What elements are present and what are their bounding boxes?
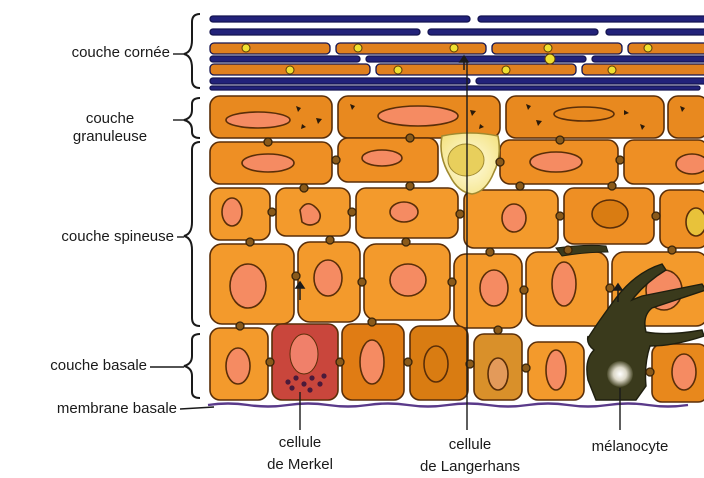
label-merkel-line1: cellule (245, 432, 355, 454)
langerhans-cell (441, 133, 499, 194)
label-membrane-basale: membrane basale (57, 400, 177, 418)
label-langerhans-line1: cellule (400, 434, 540, 456)
label-couche-spineuse: couche spineuse (61, 228, 174, 246)
label-couche-granuleuse-line1: couche (50, 110, 170, 128)
label-merkel-line2: de Merkel (245, 454, 355, 476)
label-cellule-langerhans: cellule de Langerhans (400, 434, 540, 478)
layer-brackets (184, 14, 200, 398)
stratum-granulosum (210, 96, 704, 138)
label-langerhans-line2: de Langerhans (400, 456, 540, 478)
label-melanocyte: mélanocyte (565, 438, 695, 456)
label-couche-granuleuse-line2: granuleuse (50, 128, 170, 146)
label-cellule-merkel: cellule de Merkel (245, 432, 355, 476)
merkel-cell (272, 324, 338, 400)
label-couche-basale: couche basale (50, 357, 147, 375)
basement-membrane (208, 404, 688, 407)
stratum-corneum (210, 16, 704, 90)
label-couche-cornee: couche cornée (72, 44, 170, 62)
label-couche-granuleuse: couche granuleuse (50, 110, 170, 146)
